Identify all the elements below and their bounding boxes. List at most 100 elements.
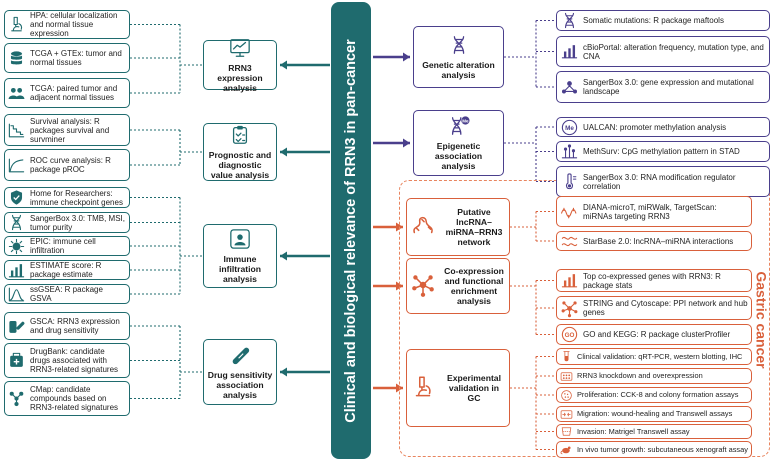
right-leaf-3: Me UALCAN: promoter methylation analysis bbox=[556, 117, 770, 137]
bar-chart-icon bbox=[7, 261, 26, 279]
wave-curve-icon bbox=[7, 285, 26, 303]
right-arrow-1-head bbox=[403, 138, 410, 148]
left-category-0: RRN3 expression analysis bbox=[203, 39, 277, 93]
right-category-2-label: Putative lncRNA–miRNA–RRN3 network bbox=[445, 207, 503, 247]
test-tube-icon bbox=[560, 350, 573, 363]
right-category-4-label: Experimental validation in GC bbox=[447, 373, 501, 403]
svg-text:Me: Me bbox=[462, 118, 469, 123]
thermometer-icon bbox=[560, 172, 579, 191]
right-leaf-6-text: DIANA-microT, miRWalk, TargetScan: miRNA… bbox=[583, 202, 717, 221]
capsule-icon bbox=[229, 344, 251, 368]
svg-text:Me: Me bbox=[565, 124, 574, 131]
svg-text:GO: GO bbox=[565, 332, 575, 339]
right-leaf-2-text: SangerBox 3.0: gene expression and mutat… bbox=[583, 78, 754, 96]
left-leaf-3: Survival analysis: R packages survival a… bbox=[4, 114, 130, 146]
database-icon bbox=[7, 49, 26, 68]
right-leaf-8: Top co-expressed genes with RRN3: R pack… bbox=[556, 269, 752, 292]
left-arrow-2-head bbox=[280, 251, 287, 261]
right-leaf-4: MethSurv: CpG methylation pattern in STA… bbox=[556, 141, 770, 162]
right-leaf-13: Proliferation: CCK-8 and colony formatio… bbox=[556, 387, 752, 403]
right-leaf-16-text: In vivo tumor growth: subcutaneous xenog… bbox=[577, 444, 748, 454]
left-category-1: Prognostic and diagnostic value analysis bbox=[203, 123, 277, 181]
right-leaf-0-text: Somatic mutations: R package maftools bbox=[583, 16, 724, 25]
gastric-cancer-label: Gastric cancer bbox=[754, 200, 770, 440]
left-leaf-10: GSCA: RRN3 expression and drug sensitivi… bbox=[4, 312, 130, 340]
gastric-cancer-label-text: Gastric cancer bbox=[754, 271, 771, 369]
right-leaf-5: SangerBox 3.0: RNA modification regulato… bbox=[556, 166, 770, 197]
right-category-0: Genetic alteration analysis bbox=[413, 26, 504, 88]
network-nodes-icon bbox=[410, 272, 436, 300]
shield-check-icon bbox=[7, 188, 26, 207]
right-leaf-7: StarBase 2.0: lncRNA–miRNA interactions bbox=[556, 231, 752, 251]
mouse-icon bbox=[560, 443, 573, 456]
right-leaf-14-text: Migration: wound-healing and Transwell a… bbox=[577, 409, 733, 418]
left-leaf-9-text: ssGSEA: R package GSVA bbox=[30, 285, 103, 303]
well-plate-icon bbox=[560, 370, 573, 383]
left-leaf-6-text: SangerBox 3.0: TMB, MSI, tumor purity bbox=[30, 213, 126, 232]
right-leaf-5-text: SangerBox 3.0: RNA modification regulato… bbox=[583, 172, 736, 191]
dna-helix-icon bbox=[448, 34, 470, 58]
right-leaf-4-text: MethSurv: CpG methylation pattern in STA… bbox=[583, 147, 740, 156]
left-leaf-0: HPA: cellular localization and normal ti… bbox=[4, 10, 130, 39]
left-leaf-1: TCGA + GTEx: tumor and normal tissues bbox=[4, 43, 130, 73]
center-title-text: Clinical and biological relevance of RRN… bbox=[343, 38, 359, 423]
colony-plate-icon bbox=[560, 389, 573, 402]
bar-chart-icon bbox=[560, 271, 579, 290]
center-title: Clinical and biological relevance of RRN… bbox=[331, 2, 371, 459]
right-leaf-16: In vivo tumor growth: subcutaneous xenog… bbox=[556, 441, 752, 458]
right-leaf-6: DIANA-microT, miRWalk, TargetScan: miRNA… bbox=[556, 196, 752, 227]
transwell-icon bbox=[560, 425, 573, 438]
left-category-0-label: RRN3 expression analysis bbox=[217, 63, 263, 93]
right-category-3-label: Co-expression and functional enrichment … bbox=[444, 266, 504, 306]
left-leaf-2-text: TCGA: paired tumor and adjacent normal t… bbox=[30, 84, 118, 102]
left-leaf-5-text: Home for Researchers: immune checkpoint … bbox=[30, 188, 123, 207]
right-leaf-3-text: UALCAN: promoter methylation analysis bbox=[583, 122, 727, 132]
right-leaf-10: GO GO and KEGG: R package clusterProfiler bbox=[556, 324, 752, 345]
rna-wave-icon bbox=[560, 202, 579, 221]
left-category-2: Immune infiltration analysis bbox=[203, 224, 277, 288]
microscope-icon bbox=[410, 374, 436, 402]
right-leaf-11: Clinical validation: qRT-PCR, western bl… bbox=[556, 348, 752, 365]
pills-icon bbox=[7, 317, 26, 336]
left-leaf-8: ESTIMATE score: R package estimate bbox=[4, 260, 130, 280]
dna-icon bbox=[7, 213, 26, 232]
right-leaf-12: RRN3 knockdown and overexpression bbox=[556, 368, 752, 384]
left-leaf-12-text: CMap: candidate compounds based on RRN3-… bbox=[30, 385, 119, 412]
right-leaf-8-text: Top co-expressed genes with RRN3: R pack… bbox=[583, 271, 721, 290]
right-leaf-10-text: GO and KEGG: R package clusterProfiler bbox=[583, 330, 731, 339]
right-leaf-11-text: Clinical validation: qRT-PCR, western bl… bbox=[577, 351, 743, 361]
dna-icon bbox=[560, 11, 579, 30]
rna-strand-icon bbox=[410, 213, 436, 241]
left-leaf-7: EPIC: immune cell infiltration bbox=[4, 236, 130, 256]
me-circle-icon: Me bbox=[560, 118, 579, 136]
left-leaf-10-text: GSCA: RRN3 expression and drug sensitivi… bbox=[30, 317, 120, 335]
left-leaf-6: SangerBox 3.0: TMB, MSI, tumor purity bbox=[4, 212, 130, 233]
people-icon bbox=[7, 84, 26, 103]
right-leaf-0: Somatic mutations: R package maftools bbox=[556, 10, 770, 31]
left-leaf-11-text: DrugBank: candidate drugs associated wit… bbox=[30, 347, 119, 374]
immune-shield-user-icon bbox=[229, 228, 251, 252]
left-leaf-12: CMap: candidate compounds based on RRN3-… bbox=[4, 381, 130, 416]
center-title-bar bbox=[331, 2, 371, 459]
left-leaf-9: ssGSEA: R package GSVA bbox=[4, 284, 130, 304]
roc-curve-icon bbox=[7, 156, 26, 175]
left-leaf-0-text: HPA: cellular localization and normal ti… bbox=[30, 11, 118, 38]
right-leaf-2: SangerBox 3.0: gene expression and mutat… bbox=[556, 71, 770, 103]
right-leaf-7-text: StarBase 2.0: lncRNA–miRNA interactions bbox=[583, 236, 734, 246]
right-leaf-1: cBioPortal: alteration frequency, mutati… bbox=[556, 36, 770, 67]
survival-curve-icon bbox=[7, 121, 26, 140]
right-category-4: Experimental validation in GC bbox=[406, 349, 510, 427]
left-arrow-1-head bbox=[280, 147, 287, 157]
right-category-0-label: Genetic alteration analysis bbox=[422, 60, 495, 80]
left-category-3-label: Drug sensitivity association analysis bbox=[207, 370, 273, 400]
left-leaf-3-text: Survival analysis: R packages survival a… bbox=[30, 116, 110, 144]
left-arrow-3-head bbox=[280, 367, 287, 377]
rna-link-icon bbox=[560, 232, 579, 250]
left-category-2-label: Immune infiltration analysis bbox=[218, 254, 261, 284]
right-arrow-0-head bbox=[403, 52, 410, 62]
right-category-1-label: Epigenetic association analysis bbox=[434, 141, 483, 171]
right-leaf-1-text: cBioPortal: alteration frequency, mutati… bbox=[583, 42, 764, 61]
drug-box-icon bbox=[7, 351, 26, 370]
left-category-3: Drug sensitivity association analysis bbox=[203, 339, 277, 405]
